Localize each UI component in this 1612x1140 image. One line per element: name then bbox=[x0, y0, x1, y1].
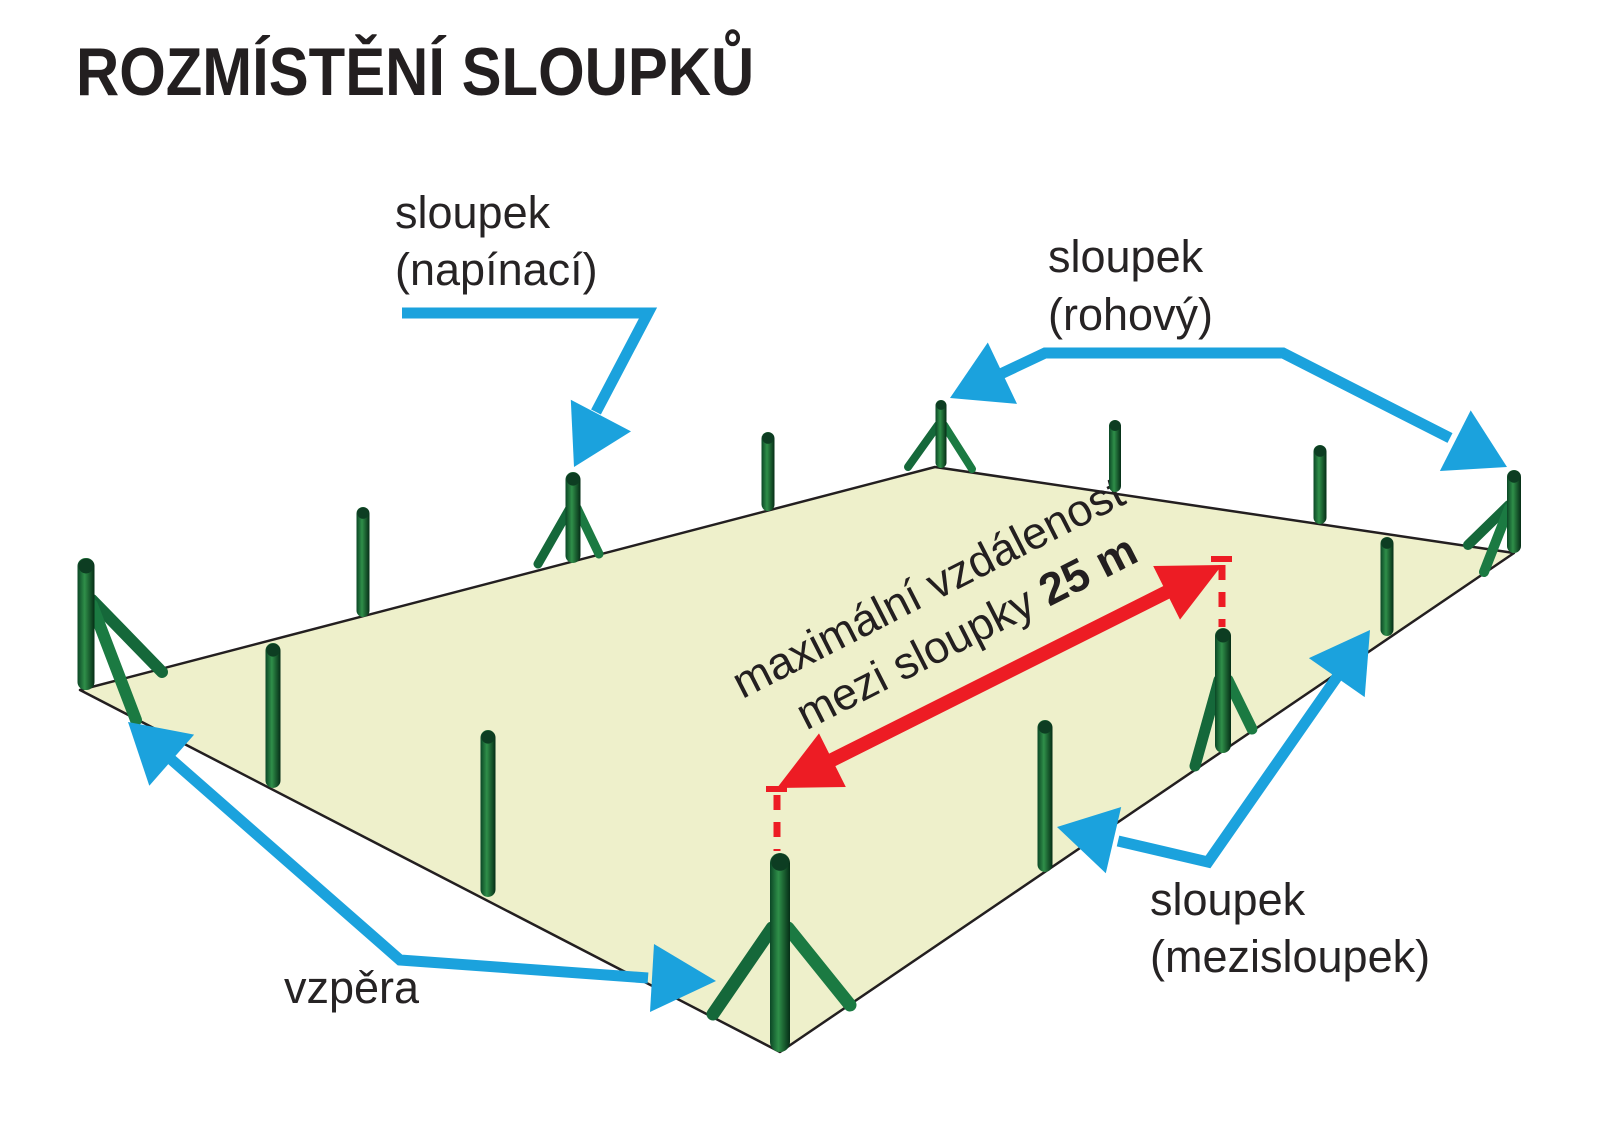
post-intermediate bbox=[1380, 537, 1394, 636]
label-napinaci-line2: (napínací) bbox=[395, 244, 598, 295]
label-vzpera: vzpěra bbox=[284, 962, 420, 1013]
brace bbox=[1222, 674, 1258, 735]
napinaci-arrow bbox=[402, 307, 658, 467]
vzpera-arrow bbox=[128, 722, 716, 1012]
label-vzpera-text: vzpěra bbox=[284, 962, 420, 1013]
mezisloupek-arrow bbox=[1057, 630, 1370, 874]
brace bbox=[1463, 500, 1514, 550]
dash-tick-left bbox=[766, 786, 787, 792]
label-mezisloupek-line2: (mezisloupek) bbox=[1150, 931, 1430, 982]
distance-arrow bbox=[766, 556, 1232, 851]
brace bbox=[781, 921, 857, 1012]
post-intermediate bbox=[356, 507, 370, 617]
brace bbox=[706, 921, 779, 1021]
dash-tick-right bbox=[1211, 556, 1232, 562]
post-tension-right bbox=[1189, 628, 1258, 772]
label-mezisloupek-line1: sloupek bbox=[1150, 874, 1306, 925]
brace bbox=[86, 599, 142, 726]
label-rohovy-line2: (rohový) bbox=[1048, 289, 1213, 340]
brace bbox=[86, 594, 168, 678]
post-intermediate bbox=[265, 643, 281, 788]
label-rohovy: sloupek (rohový) bbox=[1048, 231, 1213, 340]
distance-arrowhead-left bbox=[777, 733, 846, 788]
post-tension-back bbox=[533, 472, 604, 569]
brace bbox=[1479, 503, 1514, 577]
post-intermediate bbox=[761, 432, 775, 511]
label-napinaci: sloupek (napínací) bbox=[395, 187, 598, 295]
brace bbox=[533, 503, 575, 569]
label-mezisloupek: sloupek (mezisloupek) bbox=[1150, 874, 1430, 982]
post-intermediate bbox=[480, 730, 496, 897]
brace bbox=[572, 503, 604, 559]
annotation-arrows bbox=[128, 307, 1507, 1012]
post-intermediate bbox=[1313, 445, 1327, 524]
post-intermediate bbox=[1037, 720, 1053, 872]
post-corner-left bbox=[77, 558, 168, 726]
post-intermediate bbox=[1109, 420, 1121, 492]
post-corner-top bbox=[904, 400, 976, 473]
post-corner-right bbox=[1463, 470, 1521, 577]
brace bbox=[940, 421, 976, 473]
label-rohovy-line1: sloupek bbox=[1048, 231, 1204, 282]
page-title: ROZMÍSTĚNÍ SLOUPKŮ bbox=[76, 28, 754, 110]
label-napinaci-line1: sloupek bbox=[395, 187, 551, 238]
brace bbox=[904, 421, 942, 471]
rohovy-arrow bbox=[950, 342, 1507, 471]
post-tension-bottom bbox=[706, 853, 857, 1052]
distance-arrowhead-right bbox=[1153, 565, 1222, 620]
